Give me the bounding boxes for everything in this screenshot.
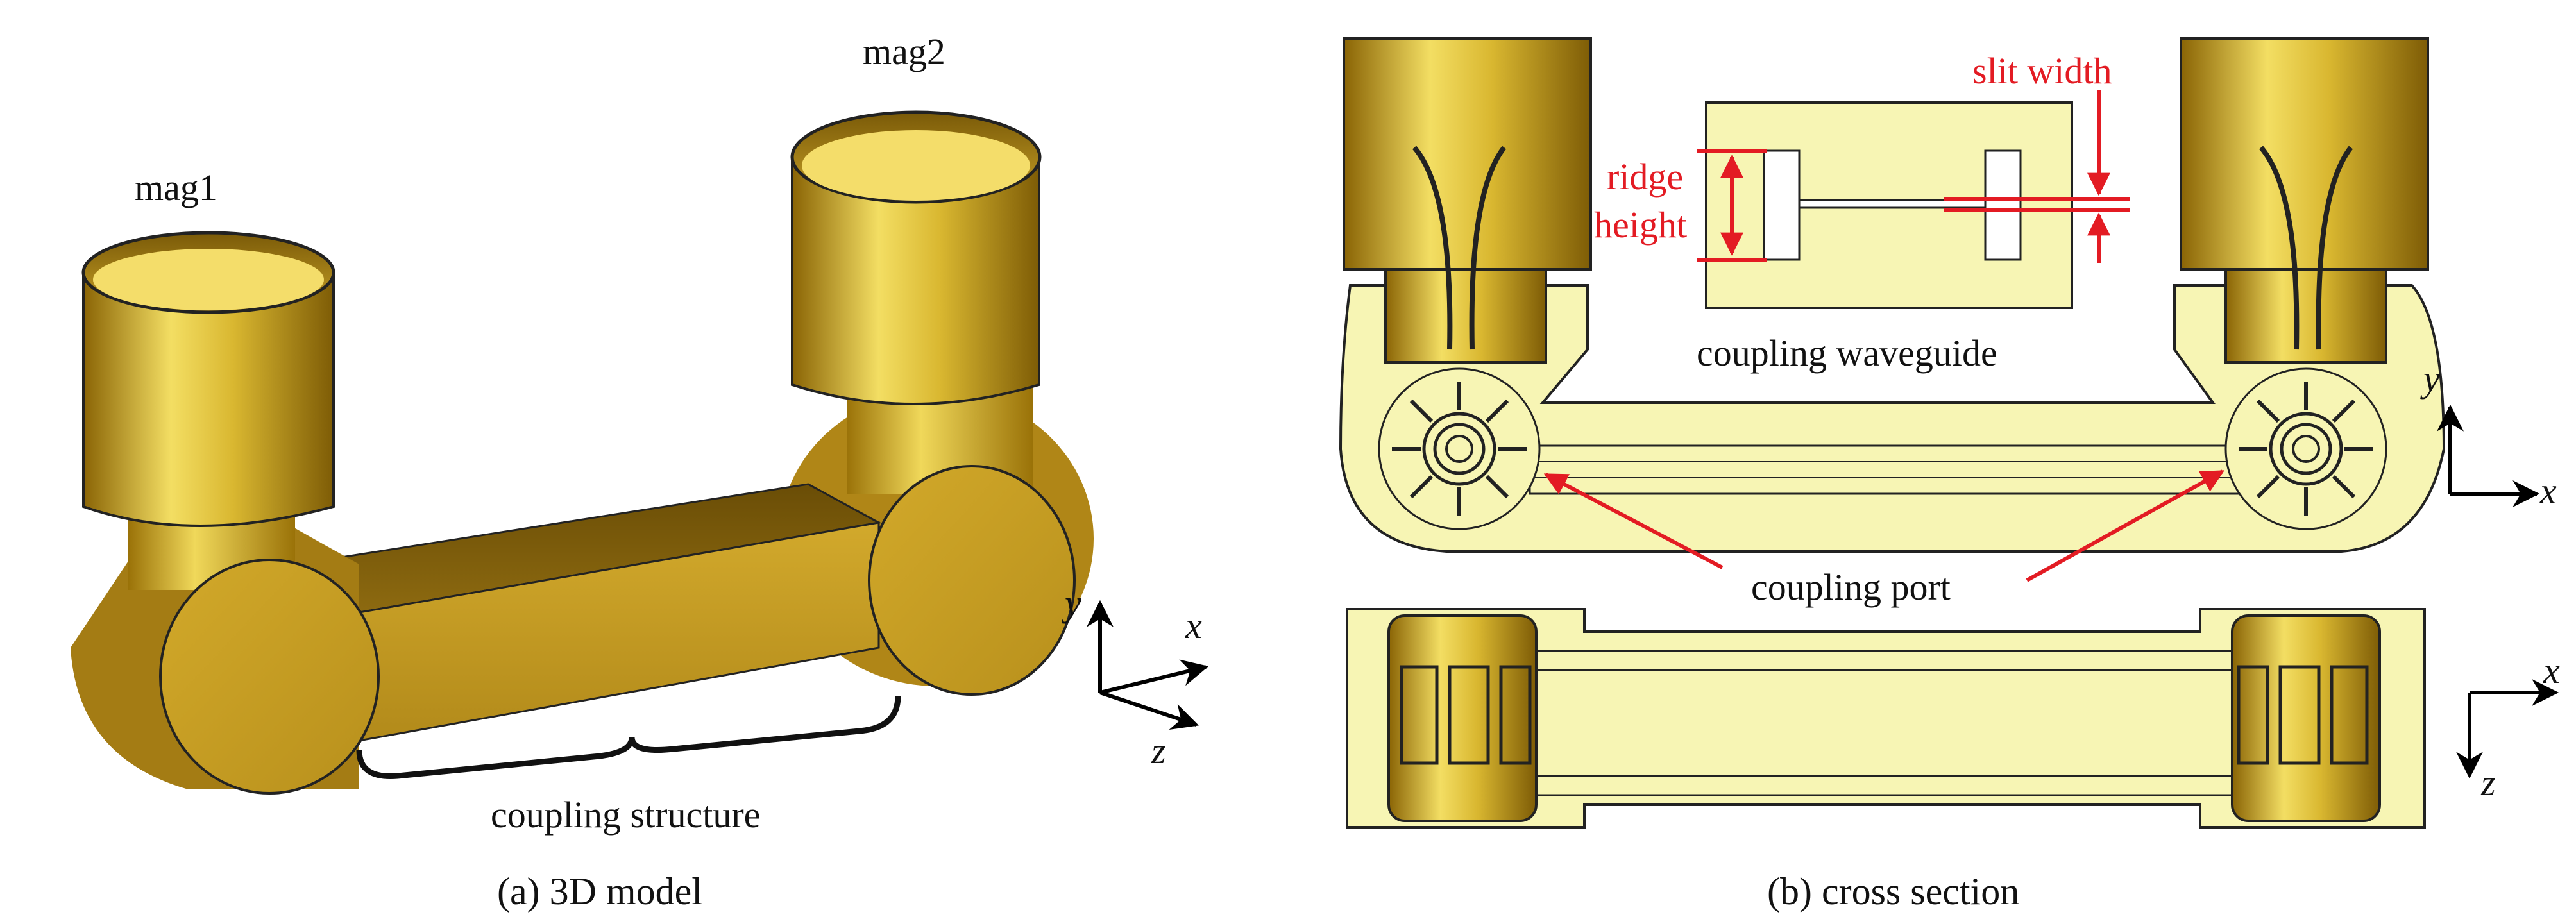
height-label: height <box>1594 204 1687 246</box>
coupling-structure-label: coupling structure <box>491 794 760 836</box>
coupling-waveguide-inset <box>1705 101 2073 309</box>
mag2-end-disk <box>868 465 1076 696</box>
slit-width-label: slit width <box>1972 50 2112 92</box>
axis-x-label-b: x <box>2539 470 2557 512</box>
axis-x-label-c: x <box>2543 650 2560 691</box>
axes-3d: y x z <box>1062 582 1209 771</box>
panel-b-cross-section: slit width ridge height coupling wavegui… <box>1339 37 2560 913</box>
axes-xy: y x <box>2420 358 2557 512</box>
mag1-cavity <box>71 231 380 795</box>
axis-x-label: x <box>1185 605 1202 646</box>
axis-y-label: y <box>1062 582 1081 624</box>
coupling-structure-brace <box>356 695 901 779</box>
side-view <box>1346 608 2426 829</box>
annotations-red <box>1543 90 2225 582</box>
panel-a-3d-model: mag1 mag2 coupling structure y x z (a) 3… <box>71 31 1209 913</box>
ridge-label: ridge <box>1607 156 1683 198</box>
mag1-label: mag1 <box>135 167 217 208</box>
vane-ring-right <box>2239 382 2373 516</box>
axis-z-label-c: z <box>2480 762 2496 803</box>
axis-y-label-b: y <box>2420 358 2440 400</box>
axis-z-label: z <box>1151 730 1166 771</box>
mag2-label: mag2 <box>863 31 945 72</box>
vane-ring-left <box>1392 382 1527 516</box>
coupling-waveguide-label: coupling waveguide <box>1697 332 1997 374</box>
panel-b-caption: (b) cross section <box>1767 870 2019 913</box>
axes-xz: x z <box>2456 650 2560 803</box>
top-view <box>1339 37 2446 553</box>
coupling-port-label: coupling port <box>1751 566 1951 608</box>
panel-a-caption: (a) 3D model <box>497 870 702 913</box>
